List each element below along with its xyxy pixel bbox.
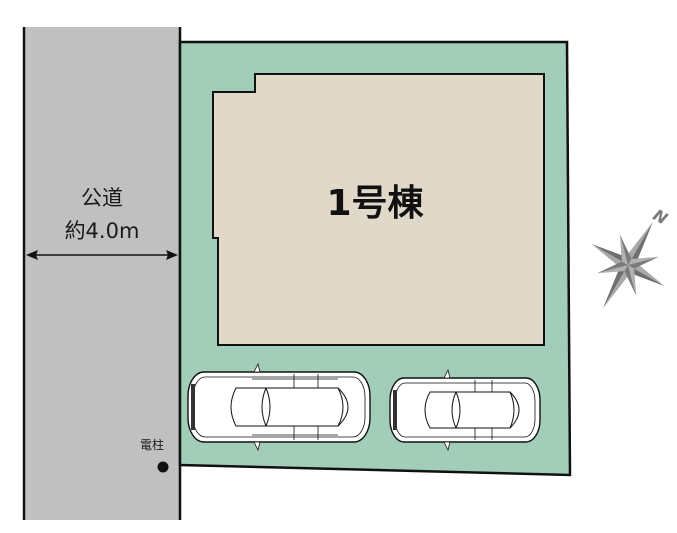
road-width-dimension (26, 250, 178, 260)
car-2-icon (389, 368, 541, 452)
building-label: 1号棟 (326, 183, 424, 224)
car-1-icon (187, 362, 371, 452)
utility-pole-icon (157, 461, 169, 473)
public-road (24, 27, 180, 520)
road-name-label: 公道 (81, 186, 123, 210)
building-1 (212, 73, 545, 346)
north-label: N (650, 205, 672, 228)
compass-rose-icon (591, 221, 665, 309)
road-width-label: 約4.0m (64, 219, 140, 243)
utility-pole-label: 電柱 (140, 438, 165, 452)
